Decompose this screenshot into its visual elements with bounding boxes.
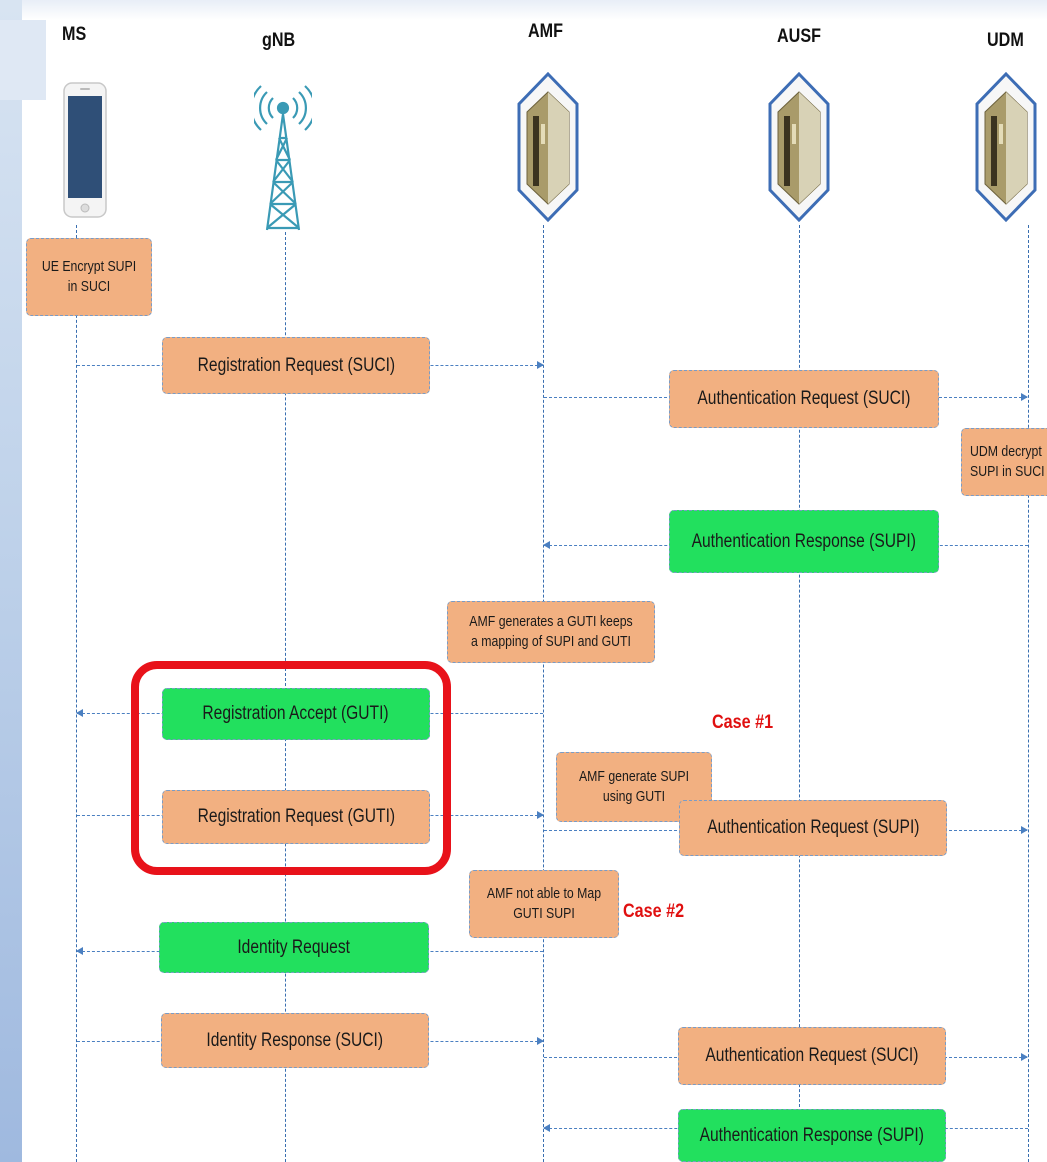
case-1-label: Case #1 xyxy=(712,712,774,733)
msg-authentication-response-supi: Authentication Response (SUPI) xyxy=(669,510,939,573)
actor-label-ausf: AUSF xyxy=(777,26,821,47)
note-ue-encrypt: UE Encrypt SUPI in SUCI xyxy=(26,238,152,316)
actor-label-amf: AMF xyxy=(528,21,563,42)
msg-registration-request-guti: Registration Request (GUTI) xyxy=(162,790,430,844)
lifeline-ausf xyxy=(799,225,800,1162)
highlight-box xyxy=(131,661,451,875)
slide-corner-block xyxy=(0,20,46,100)
actor-label-gnb: gNB xyxy=(262,30,296,51)
amf-server-cabinet-icon xyxy=(517,71,579,227)
lifeline-amf xyxy=(543,225,544,1162)
ausf-server-cabinet-icon xyxy=(768,71,830,227)
lifeline-ms xyxy=(76,225,77,1162)
msg-authentication-response-supi-2: Authentication Response (SUPI) xyxy=(678,1109,946,1162)
msg-authentication-request-suci-2: Authentication Request (SUCI) xyxy=(678,1027,946,1085)
note-amf-not-able: AMF not able to Map GUTI SUPI xyxy=(469,870,619,938)
msg-registration-request-suci: Registration Request (SUCI) xyxy=(162,337,430,394)
note-udm-decrypt: UDM decrypt SUPI in SUCI xyxy=(961,428,1047,496)
msg-registration-accept-guti: Registration Accept (GUTI) xyxy=(162,688,430,740)
udm-server-cabinet-icon xyxy=(975,71,1037,227)
slide-top-band xyxy=(0,0,1047,20)
note-amf-generates-guti: AMF generates a GUTI keeps a mapping of … xyxy=(447,601,655,663)
actor-label-udm: UDM xyxy=(987,30,1024,51)
msg-identity-response-suci: Identity Response (SUCI) xyxy=(161,1013,429,1068)
msg-identity-request: Identity Request xyxy=(159,922,429,973)
antenna-tower-icon xyxy=(250,76,316,241)
actor-label-ms: MS xyxy=(62,24,87,45)
msg-authentication-request-supi: Authentication Request (SUPI) xyxy=(679,800,947,856)
msg-authentication-request-suci: Authentication Request (SUCI) xyxy=(669,370,939,428)
case-2-label: Case #2 xyxy=(623,901,685,922)
slide-side-band xyxy=(0,0,22,1162)
smartphone-icon xyxy=(63,82,107,223)
lifeline-udm xyxy=(1028,225,1029,1162)
